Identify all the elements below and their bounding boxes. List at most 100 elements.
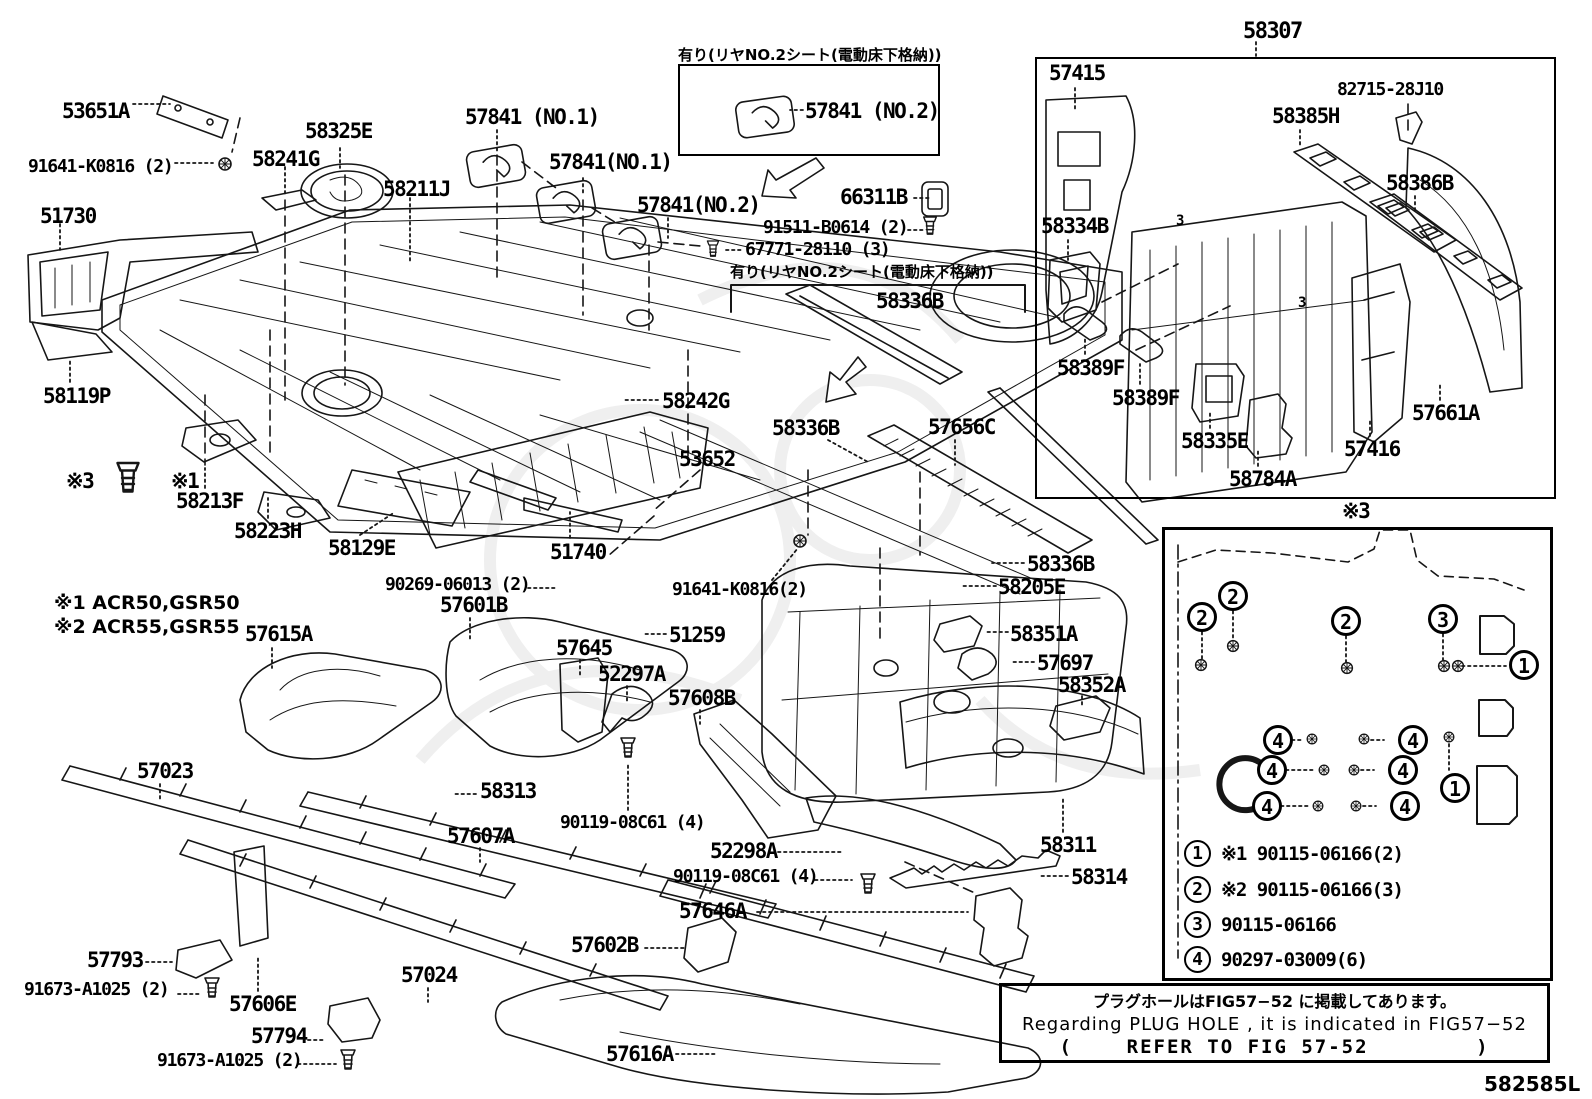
construction-dashes — [204, 103, 1409, 894]
fastener-callout-circle: 1 — [1440, 773, 1470, 803]
part-label: 53652 — [679, 447, 736, 471]
part-label: 57697 — [1037, 651, 1094, 675]
part-label: 58314 — [1071, 865, 1128, 889]
fastener-callout-circle: 4 — [1252, 791, 1282, 821]
part-label: 57415 — [1049, 61, 1106, 85]
part-label: 58335E — [1181, 429, 1249, 453]
legend-part-number: 90115-06166 — [1221, 914, 1337, 936]
part-label: 52297A — [598, 662, 666, 686]
part-label: 58334B — [1041, 214, 1109, 238]
part-label: 51740 — [550, 540, 607, 564]
arrow-down-icon — [825, 356, 867, 403]
part-label: 58129E — [328, 536, 396, 560]
part-label: 57794 — [251, 1024, 308, 1048]
fastener-detail-box — [1162, 527, 1553, 981]
part-label: 91511-B0614 (2) — [763, 217, 909, 238]
part-label: 58389F — [1112, 386, 1180, 410]
part-label: 57602B — [571, 933, 639, 957]
seat-variant-caption-top: 有り(リヤNO.2シート(電動床下格納)) — [678, 46, 942, 64]
part-label: 91641-K0816(2) — [672, 579, 808, 600]
legend-callout-circle: 2 — [1184, 876, 1211, 903]
small-parts-left-art — [27, 95, 623, 533]
part-label: 52298A — [710, 839, 778, 863]
part-label: 51730 — [40, 204, 97, 228]
part-label: 91673-A1025 (2) — [24, 979, 170, 1000]
part-label: 57841(NO.2) — [637, 193, 761, 217]
arrow-down-left-icon — [761, 157, 825, 199]
rear-panel-box-art — [1045, 95, 1523, 503]
part-label: 58211J — [383, 177, 451, 201]
part-label: 57645 — [556, 636, 613, 660]
part-label: 57841 (NO.1) — [465, 105, 600, 129]
no2-seat-variant-box — [678, 64, 940, 156]
part-label: 57793 — [87, 948, 144, 972]
part-label: 58242G — [662, 389, 730, 413]
fastener-callout-circle: 4 — [1388, 755, 1418, 785]
part-label: 58336B — [772, 416, 840, 440]
fastener-callout-circle: 4 — [1398, 725, 1428, 755]
part-label: 58223H — [234, 519, 302, 543]
part-label: 57615A — [245, 622, 313, 646]
part-label: 57607A — [447, 824, 515, 848]
part-label: ※2 ACR55,GSR55 — [54, 616, 240, 638]
open-box-58336b — [730, 284, 1026, 313]
plug-hole-note-jp: プラグホールはFIG57−52 に掲載してあります。 — [1093, 991, 1456, 1011]
part-label: 57606E — [229, 992, 297, 1016]
fastener-callout-circle: 2 — [1187, 602, 1217, 632]
fastener-callout-circle: 2 — [1331, 606, 1361, 636]
part-label: ※1 ACR50,GSR50 — [54, 592, 240, 614]
side-members-art — [175, 615, 1111, 1043]
part-label: 82715-28J10 — [1337, 79, 1444, 100]
part-label: 58336B — [1027, 552, 1095, 576]
fastener-box-title: ※3 — [1342, 499, 1371, 523]
fastener-callout-circle: 2 — [1218, 581, 1248, 611]
part-label: 57601B — [440, 593, 508, 617]
bolt-icons — [116, 157, 1465, 1070]
plug-hole-note-ref: ( REFER TO FIG 57-52 ) — [1059, 1036, 1490, 1059]
part-label: 58351A — [1010, 622, 1078, 646]
legend-callout-circle: 4 — [1184, 946, 1211, 973]
part-label: 51259 — [669, 623, 726, 647]
part-label: 90119-08C61 (4) — [560, 812, 706, 833]
part-label: 57416 — [1344, 437, 1401, 461]
seat-box-part-label: 57841 (NO.2) — [805, 99, 940, 123]
part-label: ※1 — [171, 469, 200, 493]
legend-part-number: 90297-03009(6) — [1221, 949, 1368, 971]
fastener-callout-circle: 4 — [1390, 791, 1420, 821]
legend-callout-circle: 3 — [1184, 911, 1211, 938]
plug-hole-note-en: Regarding PLUG HOLE , it is indicated in… — [1022, 1013, 1527, 1035]
part-label: 66311B — [840, 185, 908, 209]
part-label: 58784A — [1229, 467, 1297, 491]
seat-box-mid-part-label: 58336B — [876, 289, 944, 313]
part-label: 90119-08C61 (4) — [673, 866, 819, 887]
part-label: 58205E — [998, 575, 1066, 599]
rear-panel-assembly-box — [1035, 57, 1556, 499]
part-label: 57656C — [928, 415, 996, 439]
part-label: 53651A — [62, 99, 130, 123]
part-label: 90269-06013 (2) — [385, 574, 531, 595]
leader-lines — [59, 41, 1441, 1065]
part-label: 57646A — [679, 899, 747, 923]
fastener-callout-circle: 3 — [1428, 604, 1458, 634]
part-label: 91641-K0816 (2) — [28, 156, 174, 177]
seat-variant-caption-mid: 有り(リヤNO.2シート(電動床下格納)) — [730, 263, 994, 281]
part-label: 58325E — [305, 119, 373, 143]
part-label: 57661A — [1412, 401, 1480, 425]
part-label: 58352A — [1058, 673, 1126, 697]
part-label: 58385H — [1272, 104, 1340, 128]
part-label: 57023 — [137, 759, 194, 783]
part-label: 57608B — [668, 686, 736, 710]
cross-bars-art — [639, 284, 1159, 595]
part-label: 57024 — [401, 963, 458, 987]
part-label: ※3 — [66, 469, 95, 493]
lower-back-band-58311-art — [899, 685, 1145, 775]
plug-hole-note-box: プラグホールはFIG57−52 に掲載してあります。 Regarding PLU… — [999, 983, 1550, 1063]
part-label: 3 — [1176, 213, 1185, 229]
part-label: 58389F — [1057, 356, 1125, 380]
fastener-callout-circle: 4 — [1257, 755, 1287, 785]
figure-code: 582585L — [1484, 1072, 1581, 1096]
cross-member-rails-art — [61, 765, 1042, 1095]
